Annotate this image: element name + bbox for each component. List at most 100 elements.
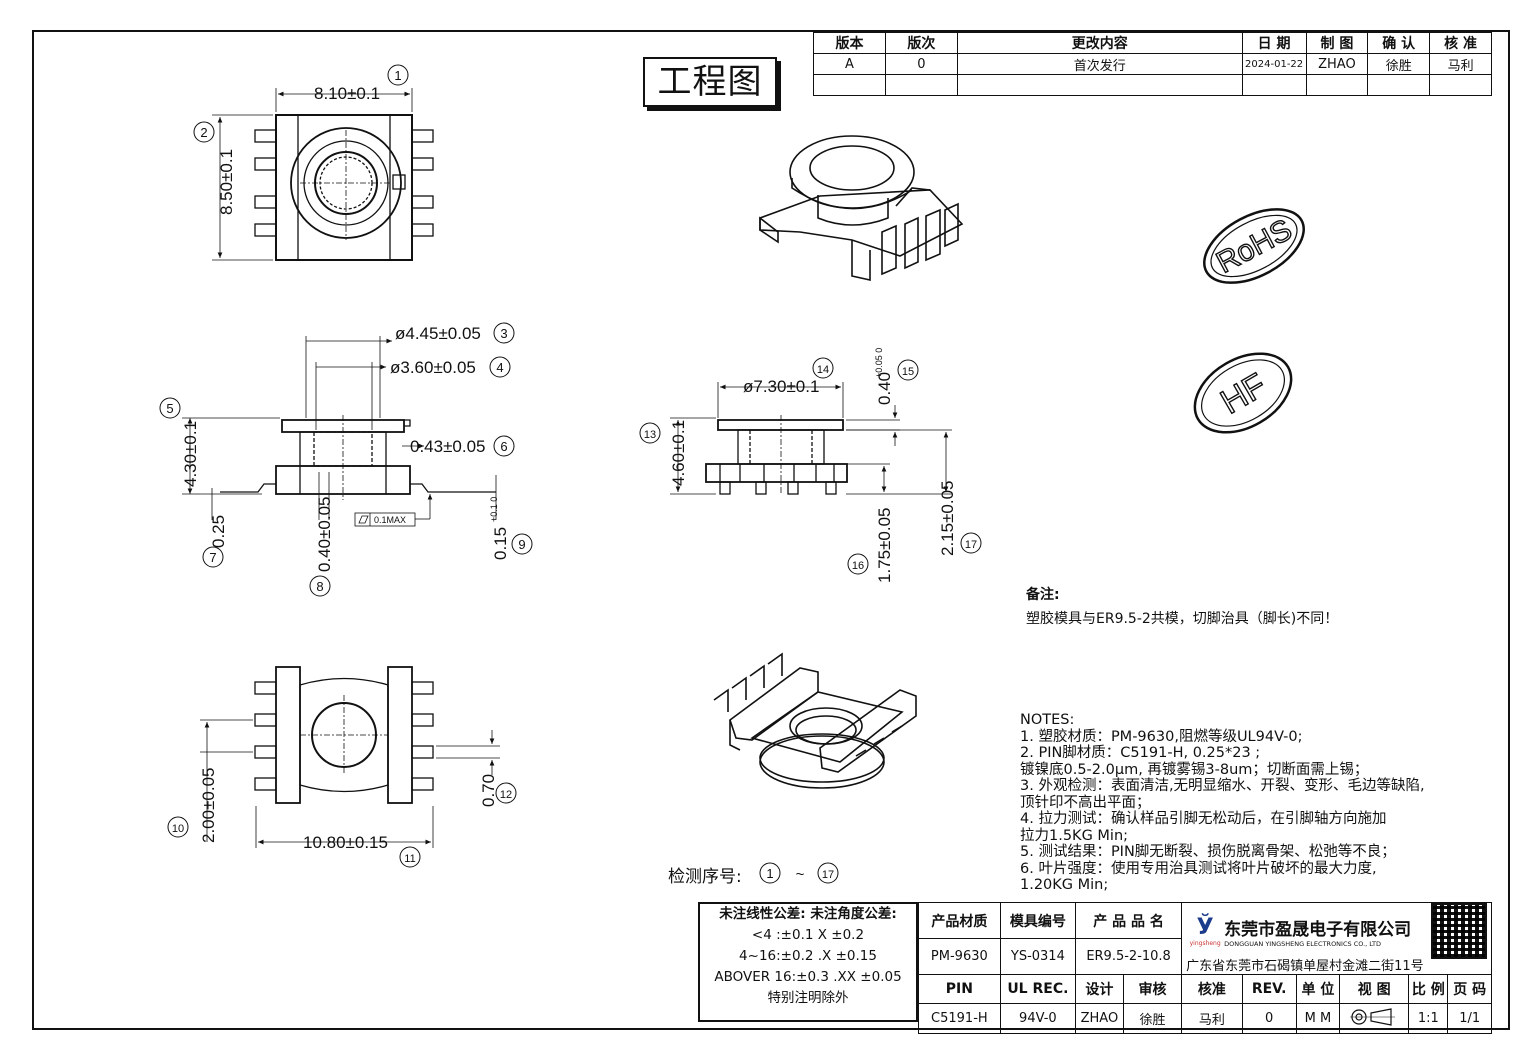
tb-row4: 0: [1241, 1003, 1297, 1034]
dim-15-tol: +0.05 0: [874, 348, 884, 378]
dim-17: 2.15±0.05: [938, 480, 957, 556]
flatness-value: 0.1MAX: [374, 515, 406, 525]
tb-row4: 1:1: [1408, 1003, 1449, 1034]
rohs-stamp: RoHS: [1211, 213, 1297, 280]
tb-row4: M M: [1295, 1003, 1341, 1034]
balloon-6: 6: [500, 439, 507, 454]
notes-label: NOTES:: [1020, 712, 1075, 728]
dim-7: 0.25: [209, 515, 228, 548]
tb-row3: 核准: [1181, 974, 1243, 1004]
dim-15: 0.40: [875, 372, 894, 405]
tb-row4: ZHAO: [1075, 1003, 1124, 1034]
note-line: 3. 外观检测：表面清洁,无明显缩水、开裂、变形、毛边等缺陷,: [1020, 778, 1425, 794]
company-logo-icon: Ў: [1196, 915, 1214, 940]
tb-row4: 1/1: [1447, 1003, 1492, 1034]
bottom-view: [200, 666, 500, 848]
company-name: 东莞市盈晟电子有限公司: [1224, 919, 1412, 940]
tb-row4: 94V-0: [999, 1003, 1077, 1034]
dim-2: 8.50±0.1: [217, 149, 236, 215]
tb-row3: 单 位: [1295, 974, 1341, 1004]
revision-table: 版本 版次 更改内容 日 期 制 图 确 认 核 准 A 0 首次发行 2024…: [813, 32, 1492, 96]
note-line: 顶针印不高出平面；: [1020, 794, 1151, 811]
tolerance-header: 未注线性公差: 未注角度公差:: [719, 906, 897, 922]
dim-13: 4.60±0.1: [669, 420, 688, 486]
iso-view-top: [759, 135, 964, 281]
balloon-16: 16: [852, 560, 864, 572]
iso-view-bottom: [713, 652, 917, 789]
dim-9-tol: +0.1 0: [489, 497, 499, 522]
tb-row4: 徐胜: [1122, 1003, 1183, 1034]
tb-value: YS-0314: [999, 938, 1077, 975]
remark-label: 备注:: [1026, 587, 1060, 603]
inspection-label: 检测序号:: [668, 867, 742, 887]
balloon-8: 8: [316, 579, 323, 594]
rev-cell: 首次发行: [956, 53, 1243, 75]
dim-10: 2.00±0.05: [199, 767, 218, 843]
front-view: [182, 336, 497, 527]
tb-header: 产品材质: [918, 902, 1001, 939]
balloon-15: 15: [902, 366, 914, 378]
balloon-13: 13: [644, 429, 656, 441]
tb-header: 产 品 品 名: [1075, 902, 1183, 939]
note-line: 5. 测试结果：PIN脚无断裂、损伤脱离骨架、松弛等不良；: [1020, 844, 1396, 860]
projection-symbol-icon: [1339, 1003, 1410, 1034]
note-line: 4. 拉力测试：确认样品引脚无松动后，在引脚轴方向施加: [1020, 811, 1387, 827]
dim-9: 0.15: [491, 527, 510, 560]
balloon-7: 7: [209, 550, 216, 565]
note-line: 镀镍底0.5-2.0μm, 再镀雾锡3-8um；切断面需上锡；: [1020, 761, 1369, 778]
balloon-5: 5: [166, 401, 173, 416]
balloon-17: 17: [965, 539, 977, 551]
tb-row3: PIN: [918, 974, 1001, 1004]
rohs-stamp-oval: [1203, 208, 1305, 284]
balloon-1: 1: [394, 68, 401, 83]
dim-4: ø3.60±0.05: [390, 358, 476, 377]
note-line: 2. PIN脚材质：C5191-H, 0.25*23 ;: [1020, 745, 1261, 761]
title-block: 产品材质 模具编号 产 品 品 名 Ў yingsheng 东莞市盈晟电子有限公…: [918, 902, 1492, 1034]
logo-text: yingsheng: [1189, 940, 1221, 947]
tolerance-row: 4~16:±0.2 .X ±0.15: [739, 948, 877, 964]
tb-row3: 页 码: [1447, 974, 1492, 1004]
balloon-2: 2: [200, 125, 207, 140]
remark-text: 塑胶模具与ER9.5-2共模，切脚治具（脚长)不同！: [1026, 611, 1339, 627]
tolerance-row: ABOVER 16:±0.3 .XX ±0.05: [714, 969, 902, 985]
tolerance-footer: 特别注明除外: [767, 990, 849, 1006]
tb-row3: 比 例: [1408, 974, 1449, 1004]
company-address: 广东省东莞市石碣镇单屋村金滩二街11号: [1186, 959, 1424, 974]
dim-14: ø7.30±0.1: [743, 377, 819, 396]
dim-5: 4.30±0.1: [181, 421, 200, 487]
dim-1: 8.10±0.1: [314, 84, 380, 103]
company-name-en: DONGGUAN YINGSHENG ELECTRONICS CO., LTD: [1224, 939, 1381, 948]
balloon-12: 12: [500, 789, 512, 801]
inspection-sep: ~: [796, 866, 805, 883]
note-line: 1.20KG Min;: [1020, 877, 1109, 893]
dim-3: ø4.45±0.05: [395, 324, 481, 343]
balloon-11: 11: [404, 853, 415, 865]
tb-row3: UL REC.: [999, 974, 1077, 1004]
tolerance-row: <4 :±0.1 X ±0.2: [751, 927, 865, 943]
tolerance-box: 未注线性公差: 未注角度公差: <4 :±0.1 X ±0.2 4~16:±0.…: [698, 902, 918, 1022]
top-view: [212, 88, 434, 261]
dim-8: 0.40±0.05: [315, 496, 334, 572]
note-line: 1. 塑胶材质：PM-9630,阻燃等级UL94V-0;: [1020, 728, 1303, 745]
dim-12: 0.70: [479, 774, 498, 807]
rev-header: 制 图: [1305, 32, 1369, 54]
balloon-14: 14: [817, 364, 829, 376]
remark: 备注: 塑胶模具与ER9.5-2共模，切脚治具（脚长)不同！: [1026, 584, 1338, 628]
dim-6: 0.43±0.05: [410, 437, 486, 456]
dim-16: 1.75±0.05: [875, 507, 894, 583]
balloon-9: 9: [518, 537, 525, 552]
dim-11: 10.80±0.15: [303, 833, 388, 852]
balloon-10: 10: [172, 823, 184, 835]
rev-cell: 徐胜: [1367, 53, 1431, 75]
balloon-4: 4: [496, 360, 503, 375]
qr-code-icon: [1431, 903, 1487, 959]
company-cell: Ў yingsheng 东莞市盈晟电子有限公司 DONGGUAN YINGSHE…: [1181, 902, 1492, 975]
tb-row4: C5191-H: [918, 1003, 1001, 1034]
tb-row3: 审核: [1122, 974, 1183, 1004]
tb-value: ER9.5-2-10.8: [1075, 938, 1183, 975]
drawing-frame: [32, 30, 1510, 1030]
note-line: 6. 叶片强度：使用专用治具测试将叶片破坏的最大力度,: [1020, 860, 1377, 877]
rev-header: 版次: [884, 32, 958, 54]
tb-value: PM-9630: [918, 938, 1001, 975]
